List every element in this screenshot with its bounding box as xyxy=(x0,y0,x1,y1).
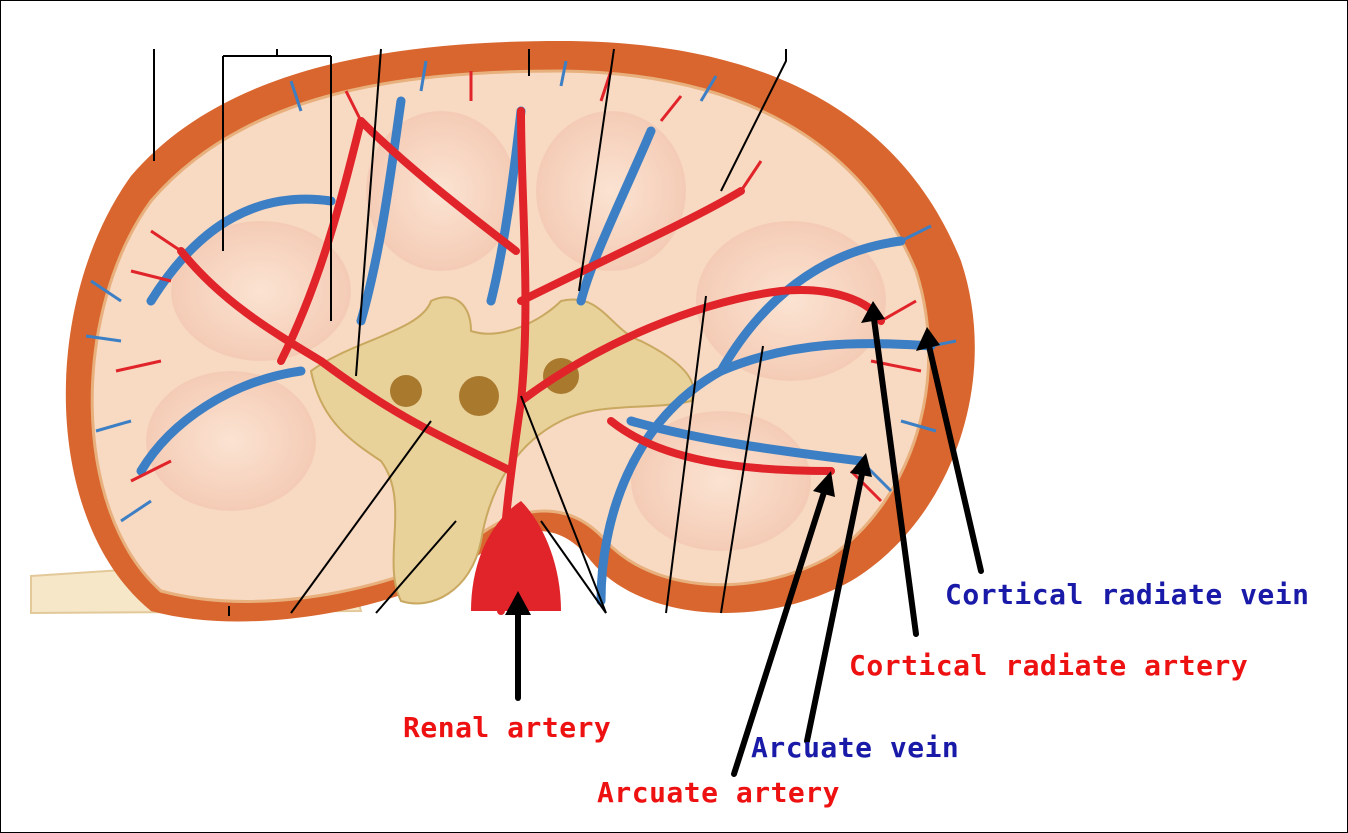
label-cortical-radiate-vein: Cortical radiate vein xyxy=(945,578,1310,611)
label-arcuate-artery: Arcuate artery xyxy=(597,776,840,809)
label-cortical-radiate-artery: Cortical radiate artery xyxy=(849,649,1248,682)
label-arcuate-vein: Arcuate vein xyxy=(751,731,959,764)
label-renal-artery: Renal artery xyxy=(403,711,611,744)
